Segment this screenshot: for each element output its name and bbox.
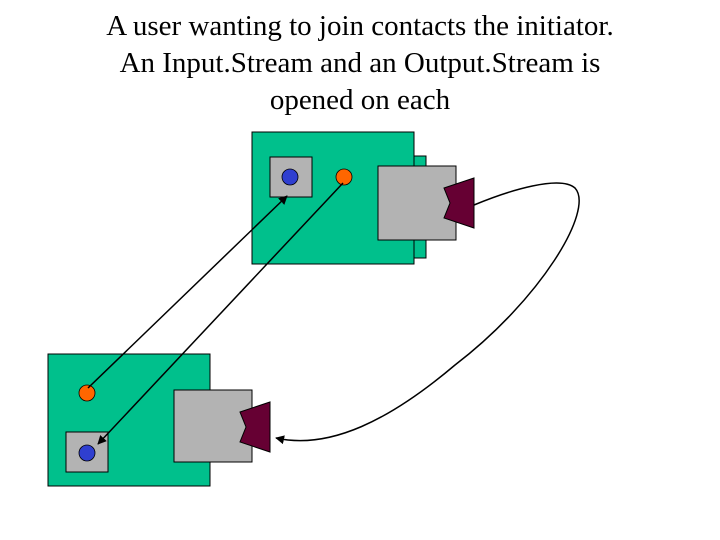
socket-box-icon xyxy=(378,166,456,240)
input-dot-icon xyxy=(282,169,298,185)
output-port-icon xyxy=(79,385,95,401)
joining-user-node xyxy=(48,354,270,486)
socket-box-icon xyxy=(174,390,252,462)
output-port-icon xyxy=(336,169,352,185)
input-dot-icon xyxy=(79,445,95,461)
